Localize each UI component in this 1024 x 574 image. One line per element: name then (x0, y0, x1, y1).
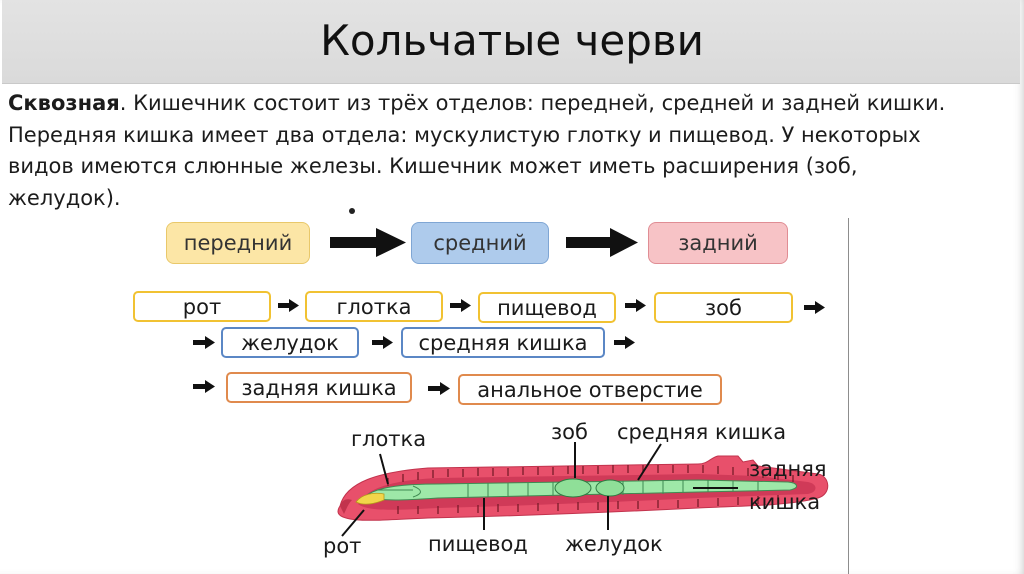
seq-pharynx: глотка (305, 291, 443, 322)
bullet-dot (349, 208, 355, 214)
big-arrow-icon (566, 228, 638, 257)
label-midgut: средняя кишка (617, 420, 787, 444)
section-back: задний (648, 222, 788, 264)
label-esophagus: пищевод (428, 532, 528, 556)
intro-bold-term: Сквозная (8, 91, 120, 115)
slide-title: Кольчатые черви (320, 16, 704, 65)
seq-midgut: средняя кишка (401, 327, 605, 358)
label-hindgut-1: задняя (749, 457, 827, 481)
small-arrow-icon (428, 382, 450, 395)
intro-text: . Кишечник состоит из трёх отделов: пере… (8, 91, 946, 210)
label-crop: зоб (551, 420, 588, 444)
seq-anus: анальное отверстие (458, 374, 722, 405)
intro-paragraph: Сквозная. Кишечник состоит из трёх отдел… (8, 88, 968, 214)
label-stomach: желудок (565, 532, 663, 556)
seq-esophagus: пищевод (478, 292, 616, 323)
small-arrow-icon (450, 299, 471, 312)
seq-mouth: рот (133, 291, 271, 322)
earthworm-illustration (337, 442, 829, 537)
pointer-midgut (637, 443, 662, 481)
small-arrow-icon (193, 336, 215, 349)
small-arrow-icon (193, 380, 215, 393)
section-middle: средний (411, 222, 549, 264)
small-arrow-icon (804, 301, 825, 314)
title-band (2, 0, 1020, 84)
seq-crop: зоб (654, 292, 793, 323)
seq-stomach: желудок (221, 327, 359, 358)
small-arrow-icon (614, 336, 635, 349)
big-arrow-icon (330, 228, 406, 257)
label-pharynx: глотка (351, 427, 427, 451)
divider-line (848, 218, 849, 574)
small-arrow-icon (372, 336, 393, 349)
small-arrow-icon (625, 299, 646, 312)
pointer-mouth (341, 509, 365, 537)
small-arrow-icon (278, 299, 299, 312)
label-mouth: рот (323, 534, 362, 558)
section-front: передний (166, 222, 310, 264)
pointer-pharynx (379, 453, 389, 485)
label-hindgut-2: кишка (749, 490, 821, 514)
seq-hindgut: задняя кишка (226, 372, 412, 403)
